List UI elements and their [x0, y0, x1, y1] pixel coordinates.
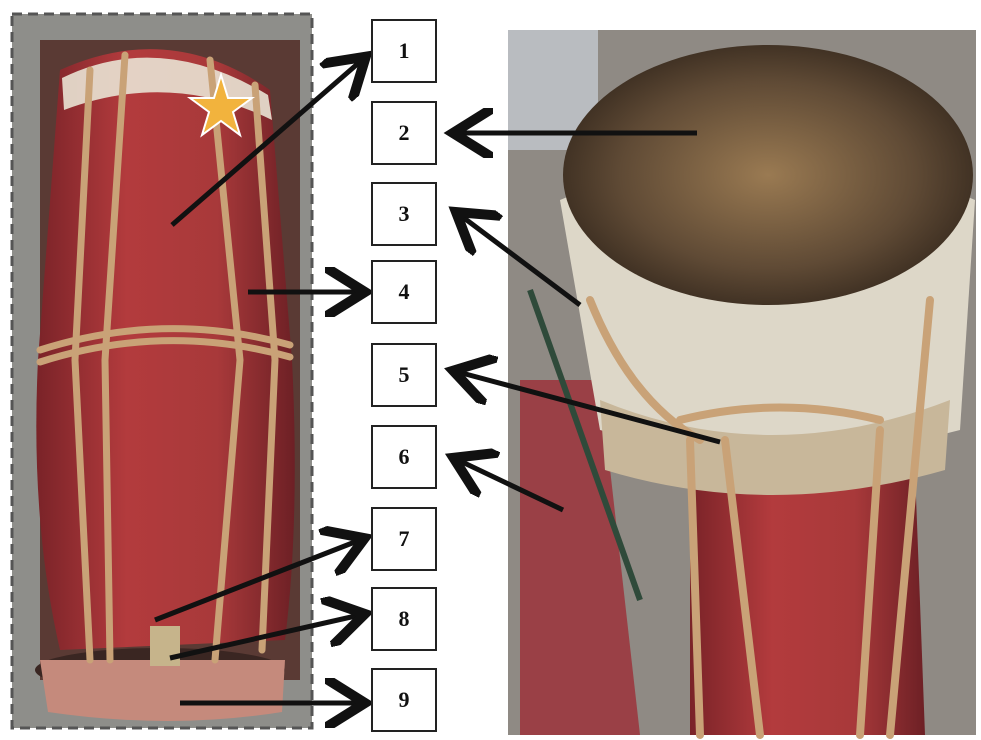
label-6-text: 6 [399, 444, 410, 470]
label-1: 1 [371, 19, 437, 83]
label-7-text: 7 [399, 526, 410, 552]
label-7: 7 [371, 507, 437, 571]
right-photo [508, 30, 976, 735]
label-4: 4 [371, 260, 437, 324]
label-3: 3 [371, 182, 437, 246]
label-5-text: 5 [399, 362, 410, 388]
label-6: 6 [371, 425, 437, 489]
label-1-text: 1 [399, 38, 410, 64]
label-2-text: 2 [399, 120, 410, 146]
label-8: 8 [371, 587, 437, 651]
label-9-text: 9 [399, 687, 410, 713]
label-3-text: 3 [399, 201, 410, 227]
label-4-text: 4 [399, 279, 410, 305]
label-8-text: 8 [399, 606, 410, 632]
label-9: 9 [371, 668, 437, 732]
label-2: 2 [371, 101, 437, 165]
left-photo [12, 14, 312, 728]
label-5: 5 [371, 343, 437, 407]
